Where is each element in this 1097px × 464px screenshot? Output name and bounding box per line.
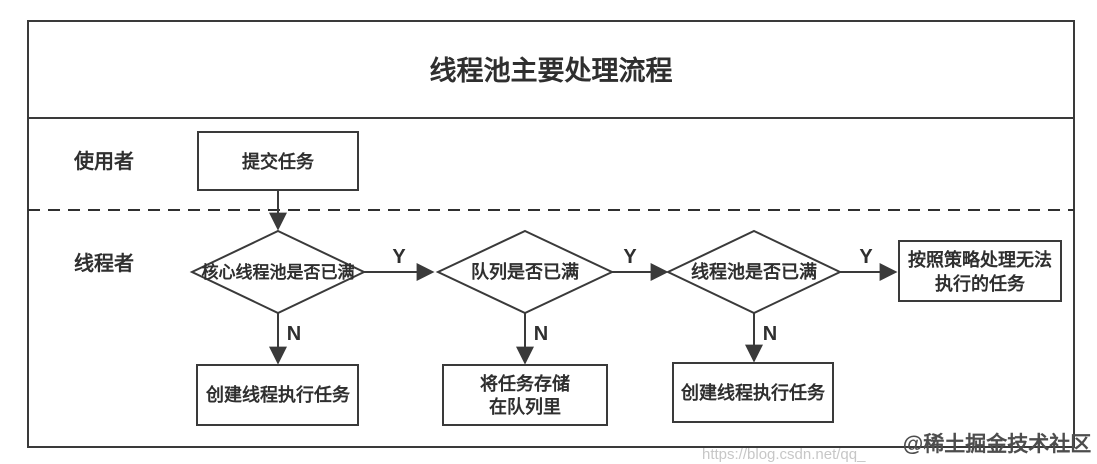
edge-core-yes-label: Y [392,246,406,268]
node-core-pool-full-label: 核心线程池是否已满 [202,262,355,282]
lane-label-user: 使用者 [73,149,134,173]
edge-queue-no-label: N [534,323,548,345]
node-reject-policy [898,240,1062,302]
node-create-thread-2-label: 创建线程执行任务 [680,382,826,403]
page-title: 线程池主要处理流程 [430,56,673,86]
edge-pool-yes-label: Y [859,246,873,268]
node-create-thread-1-label: 创建线程执行任务 [205,384,351,405]
node-store-queue-line1: 将任务存储 [480,373,570,394]
node-store-queue-line2: 在队列里 [489,396,561,417]
node-reject-policy-line1: 按照策略处理无法 [908,249,1052,270]
watermark-community: @稀土掘金技术社区 [903,432,1091,456]
node-submit-task-label: 提交任务 [242,151,315,172]
watermark-url-faint: https://blog.csdn.net/qq_ [702,446,866,463]
node-queue-full-label: 队列是否已满 [471,261,579,282]
edge-pool-no-label: N [763,323,777,345]
node-create-thread-1 [196,364,359,426]
lane-label-thread: 线程者 [74,251,134,275]
edge-core-no-label: N [287,323,301,345]
node-store-queue [442,364,608,426]
node-pool-full-label: 线程池是否已满 [691,261,817,282]
node-reject-policy-line2: 执行的任务 [935,273,1026,294]
edge-queue-yes-label: Y [623,246,637,268]
node-create-thread-2 [672,362,834,423]
